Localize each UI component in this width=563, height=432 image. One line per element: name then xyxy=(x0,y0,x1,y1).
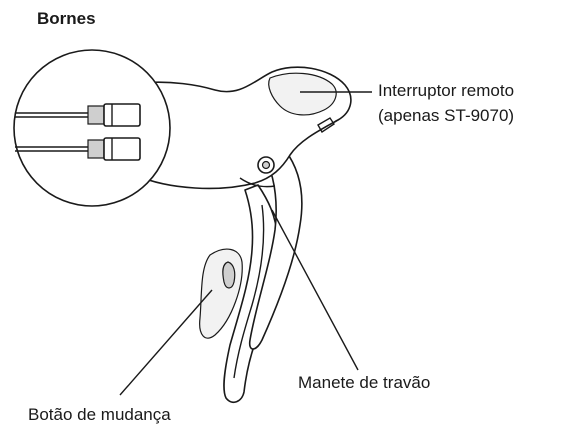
lever-slot xyxy=(317,117,335,133)
remote-switch-label-line2: (apenas ST-9070) xyxy=(378,106,515,125)
remote-switch xyxy=(268,72,337,116)
brake-lever-label: Manete de travão xyxy=(298,373,431,392)
pivot-bolt-center xyxy=(261,160,271,170)
remote-switch-label-line1: Interruptor remoto xyxy=(378,81,515,100)
shift-button-label: Botão de mudança xyxy=(28,405,171,424)
terminal-connector-1 xyxy=(87,105,105,125)
terminals-magnifier xyxy=(13,49,171,207)
shift-button-ridge xyxy=(222,261,236,289)
brake-lever-leader xyxy=(271,209,359,371)
hood-crease xyxy=(239,177,276,188)
terminal-connector-2 xyxy=(87,139,105,159)
brake-lever-ridge xyxy=(233,204,265,379)
shift-button-leader xyxy=(119,289,213,396)
shift-lever-blade xyxy=(248,149,303,350)
terminals-label: Bornes xyxy=(37,9,96,28)
terminal-plug-1 xyxy=(103,103,141,127)
terminal-plug-2 xyxy=(103,137,141,161)
